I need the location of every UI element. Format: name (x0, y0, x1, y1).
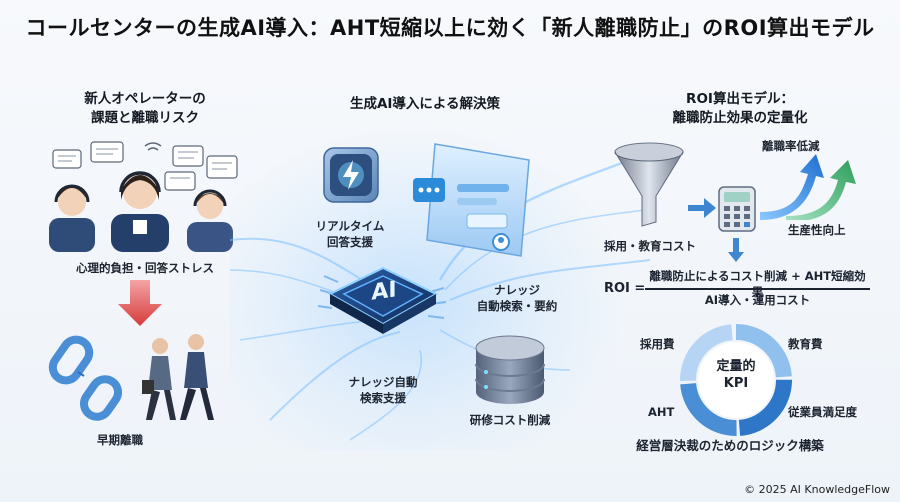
arrow-right-icon (688, 198, 716, 218)
kpi-center: 定量的 KPI (706, 358, 766, 392)
arrow-down-icon (118, 280, 162, 326)
realtime-label: リアルタイム 回答支援 (300, 218, 400, 250)
kpi-center-line2: KPI (723, 376, 749, 391)
kpi-item-aht: AHT (648, 405, 675, 419)
kpi-center-line1: 定量的 (716, 359, 756, 374)
knowledge-label: ナレッジ 自動検索・要約 (462, 282, 572, 314)
realtime-label-line2: 回答支援 (327, 235, 373, 249)
lightning-icon (323, 147, 379, 203)
turnover-decrease-label: 離職率低減 (762, 139, 820, 153)
early-turnover-illustration (48, 334, 214, 421)
database-icon (475, 335, 545, 404)
middle-heading: 生成AI導入による解決策 (349, 96, 501, 112)
arrow-down-icon (728, 238, 744, 262)
turnover-label: 早期離職 (97, 433, 143, 447)
operator-icon (111, 171, 169, 252)
copyright-footer: © 2025 AI KnowledgeFlow (744, 483, 890, 496)
chat-bubble-icon (52, 141, 238, 191)
right-heading-line2: 離職防止効果の定量化 (672, 110, 808, 126)
stress-label: 心理的負担・回答ストレス (76, 261, 214, 275)
roi-label: ROI = (604, 281, 646, 296)
knowledge-label-line2: 自動検索・要約 (476, 299, 558, 313)
roi-numerator: 離職防止によるコスト削減 + AHT短縮効果 (649, 269, 866, 299)
chat-window-icon (413, 143, 530, 257)
operator-icon (49, 184, 95, 252)
kpi-item-satisfaction: 従業員満足度 (788, 405, 857, 419)
kpi-donut-chart (680, 324, 792, 436)
left-heading-line2: 課題と離職リスク (91, 110, 199, 126)
ai-chip-icon (318, 266, 447, 334)
stressed-operators-illustration (49, 141, 238, 252)
training-cost-label: 研修コスト削減 (469, 413, 551, 427)
page-title: コールセンターの生成AI導入：AHT短縮以上に効く「新人離職防止」のROI算出モ… (25, 16, 875, 40)
operator-icon (187, 189, 233, 252)
kpi-item-education: 教育費 (788, 337, 823, 351)
kpi-item-hiring: 採用費 (640, 337, 675, 351)
funnel-icon (614, 142, 684, 227)
fraction-bar (645, 288, 870, 290)
walking-person-icon (180, 334, 214, 420)
knowledge-label-line1: ナレッジ (494, 283, 540, 297)
knowledge-auto-label-line1: ナレッジ自動 (348, 375, 418, 389)
productivity-label: 生産性向上 (788, 223, 846, 237)
calculator-icon (718, 186, 756, 232)
knowledge-auto-label-line2: 検索支援 (360, 391, 406, 405)
realtime-label-line1: リアルタイム (315, 219, 385, 233)
left-heading-line1: 新人オペレーターの (84, 91, 206, 107)
roi-denominator: AI導入・運用コスト (704, 293, 811, 307)
right-heading-line1: ROI算出モデル： (686, 91, 794, 107)
knowledge-auto-label: ナレッジ自動 検索支援 (328, 374, 438, 406)
bottom-label: 経営層決裁のためのロジック構築 (636, 438, 824, 453)
growth-arrows-icon (760, 154, 856, 220)
right-heading: ROI算出モデル： 離職防止効果の定量化 (630, 90, 850, 128)
walking-person-icon (142, 338, 176, 420)
hiring-cost-label: 採用・教育コスト (604, 239, 696, 253)
left-heading: 新人オペレーターの 課題と離職リスク (45, 90, 245, 128)
broken-chain-icon (48, 335, 123, 421)
